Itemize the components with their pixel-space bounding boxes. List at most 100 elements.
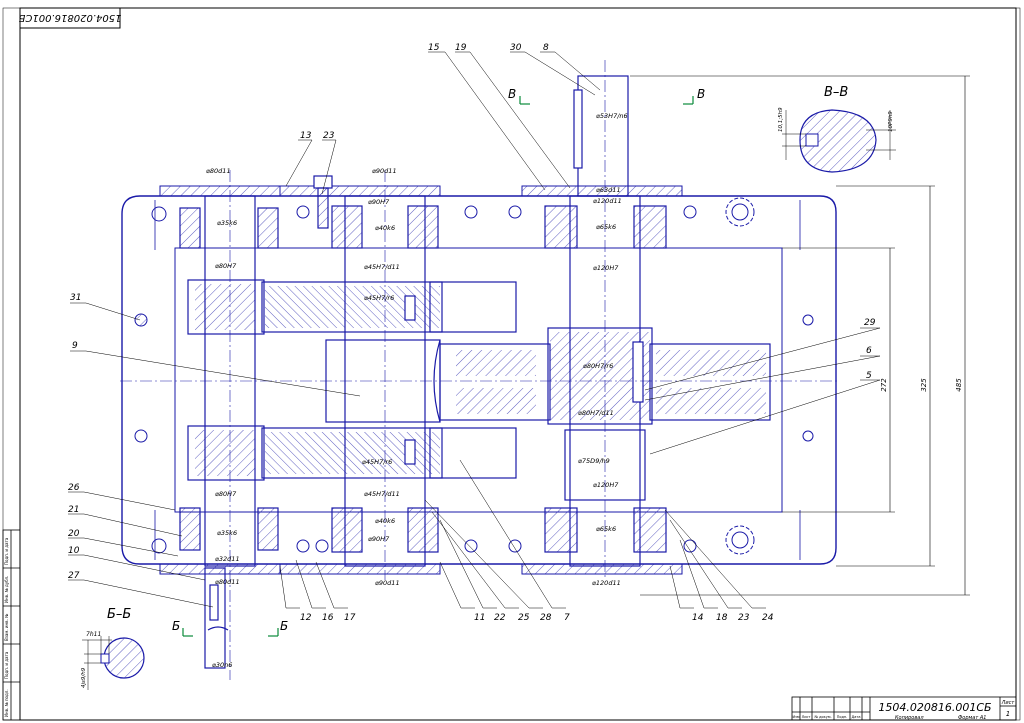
col-doc: № докум. bbox=[814, 715, 831, 719]
callout-11: 11 bbox=[474, 613, 485, 623]
overall-dimensions bbox=[630, 75, 970, 596]
mirrored-designation-text: 1504.020816.001СБ bbox=[18, 12, 121, 23]
fit-mid-sleeve-low: ⌀45H7/d11 bbox=[364, 490, 400, 498]
callout-10: 10 bbox=[68, 546, 80, 556]
dim-485: 485 bbox=[955, 378, 963, 392]
sheet-frame bbox=[2, 7, 1021, 721]
stamp-label-3: Взам. инв. № bbox=[4, 614, 9, 641]
dim-272: 272 bbox=[880, 378, 888, 392]
fit-mid-sleeve: ⌀45H7/d11 bbox=[364, 263, 400, 271]
fit-bore-low: ⌀80d11 bbox=[215, 578, 240, 586]
housing-walls bbox=[159, 185, 683, 575]
fit-right-bearing-low: ⌀65k6 bbox=[596, 525, 616, 533]
stamp-label-2: Подп. и дата bbox=[4, 651, 9, 679]
section-bb-dim-left: 4js9/h9 bbox=[81, 667, 87, 688]
fit-left-bearing-low: ⌀35k6 bbox=[217, 529, 237, 537]
section-vv-dim-left: 10,1;5h9 bbox=[778, 107, 784, 132]
input-pinion bbox=[187, 279, 265, 481]
sheet-number: 1 bbox=[1006, 710, 1010, 718]
section-bb-title: Б–Б bbox=[107, 607, 131, 622]
callout-15: 15 bbox=[428, 43, 440, 53]
margin-stamp bbox=[2, 529, 21, 721]
col-izm: Изм bbox=[792, 715, 799, 719]
section-markers bbox=[182, 96, 694, 637]
callout-8: 8 bbox=[543, 43, 549, 53]
fit-mid-bearing: ⌀40k6 bbox=[375, 224, 395, 232]
col-sign: Подп. bbox=[837, 715, 848, 719]
callout-29: 29 bbox=[864, 318, 876, 328]
callout-9: 9 bbox=[72, 341, 78, 351]
callout-19: 19 bbox=[455, 43, 467, 53]
fit-right-seal: ⌀63d11 bbox=[596, 186, 621, 194]
stamp-label-5: Подп. и дата bbox=[4, 537, 9, 565]
fit-seal-low: ⌀32d11 bbox=[215, 555, 240, 563]
dim-325: 325 bbox=[920, 378, 928, 392]
sheet-label: Лист bbox=[1001, 700, 1016, 706]
marker-v-left: В bbox=[508, 87, 516, 101]
callout-31: 31 bbox=[70, 293, 81, 303]
gearbox-housing bbox=[121, 195, 837, 565]
callout-7: 7 bbox=[564, 613, 570, 623]
fit-left-bearing: ⌀35k6 bbox=[217, 219, 237, 227]
fit-left-housing-low: ⌀80H7 bbox=[215, 490, 237, 498]
fit-labels: ⌀80d11 ⌀35k6 ⌀80H7 ⌀90d11 ⌀90H7 ⌀40k6 ⌀4… bbox=[206, 112, 628, 669]
fit-mid-bore: ⌀90H7 bbox=[368, 198, 390, 206]
fit-in-shaft: ⌀30n6 bbox=[212, 661, 232, 669]
title-block bbox=[791, 696, 1017, 721]
fit-mid-gear: ⌀45H7/r6 bbox=[364, 294, 394, 302]
format-label: Формат А1 bbox=[958, 715, 986, 721]
callout-24: 24 bbox=[762, 613, 774, 623]
callout-25: 25 bbox=[518, 613, 530, 623]
fit-right-housing-low: ⌀120H7 bbox=[593, 481, 619, 489]
section-marker-letters: В В Б Б bbox=[172, 87, 705, 633]
callout-30: 30 bbox=[510, 43, 522, 53]
section-bb: Б–Б 7h11 4js9/h9 bbox=[81, 607, 145, 690]
fit-top-mid-cover: ⌀90d11 bbox=[372, 167, 397, 175]
callout-21: 21 bbox=[68, 505, 79, 515]
callout-17: 17 bbox=[344, 613, 356, 623]
fit-mid-bore-low: ⌀90H7 bbox=[368, 535, 390, 543]
fit-wheel2: ⌀80H7/d11 bbox=[578, 409, 614, 417]
fit-right-cover: ⌀120d11 bbox=[593, 197, 622, 205]
col-date: Дата bbox=[851, 715, 860, 719]
output-shaft bbox=[439, 75, 771, 567]
fit-mid-bearing-low: ⌀40k6 bbox=[375, 517, 395, 525]
margin-stamp-labels: Инв. № подл. Подп. и дата Взам. инв. № И… bbox=[4, 537, 9, 717]
fit-spacer: ⌀75D9/h9 bbox=[578, 457, 610, 465]
intermediate-shaft bbox=[261, 175, 517, 567]
callout-5: 5 bbox=[866, 371, 872, 381]
callout-27: 27 bbox=[68, 571, 80, 581]
fit-right-bearing: ⌀65k6 bbox=[596, 223, 616, 231]
flange-holes bbox=[134, 197, 814, 555]
fit-mid-gear-low: ⌀45H7/r6 bbox=[362, 458, 392, 466]
fit-bottom-right-cover: ⌀120d11 bbox=[592, 579, 621, 587]
title-block-text: 1504.020816.001СБ Лист 1 Копировал Форма… bbox=[792, 700, 1015, 721]
fit-top-left-bore: ⌀80d11 bbox=[206, 167, 231, 175]
fit-bottom-mid-cover: ⌀90d11 bbox=[375, 579, 400, 587]
callout-20: 20 bbox=[68, 529, 80, 539]
section-vv: В–В 10,1;5h9 10P9h9 bbox=[778, 85, 896, 173]
copied-label: Копировал bbox=[895, 715, 924, 721]
leader-lines bbox=[68, 51, 881, 609]
fit-wheel: ⌀80H7/r6 bbox=[583, 362, 613, 370]
col-list: Лист bbox=[802, 715, 811, 719]
fit-out-shaft: ⌀53H7/n6 bbox=[596, 112, 628, 120]
mirrored-designation-box: 1504.020816.001СБ bbox=[18, 7, 121, 29]
callout-13: 13 bbox=[300, 131, 312, 141]
callout-18: 18 bbox=[716, 613, 728, 623]
fit-right-housing: ⌀120H7 bbox=[593, 264, 619, 272]
callout-14: 14 bbox=[692, 613, 704, 623]
callout-numbers: 15 19 30 8 13 23 31 9 29 6 5 26 21 20 10… bbox=[68, 43, 876, 623]
marker-b-right: Б bbox=[280, 619, 288, 633]
callout-23-top: 23 bbox=[323, 131, 335, 141]
callout-26: 26 bbox=[68, 483, 80, 493]
marker-v-right: В bbox=[697, 87, 705, 101]
overall-dimension-labels: 272 325 485 bbox=[880, 378, 963, 392]
stamp-label-1: Инв. № подл. bbox=[4, 689, 9, 717]
fit-left-housing: ⌀80H7 bbox=[215, 262, 237, 270]
callout-6: 6 bbox=[866, 346, 872, 356]
callout-12: 12 bbox=[300, 613, 312, 623]
center-lines bbox=[120, 60, 840, 680]
callout-16: 16 bbox=[322, 613, 334, 623]
